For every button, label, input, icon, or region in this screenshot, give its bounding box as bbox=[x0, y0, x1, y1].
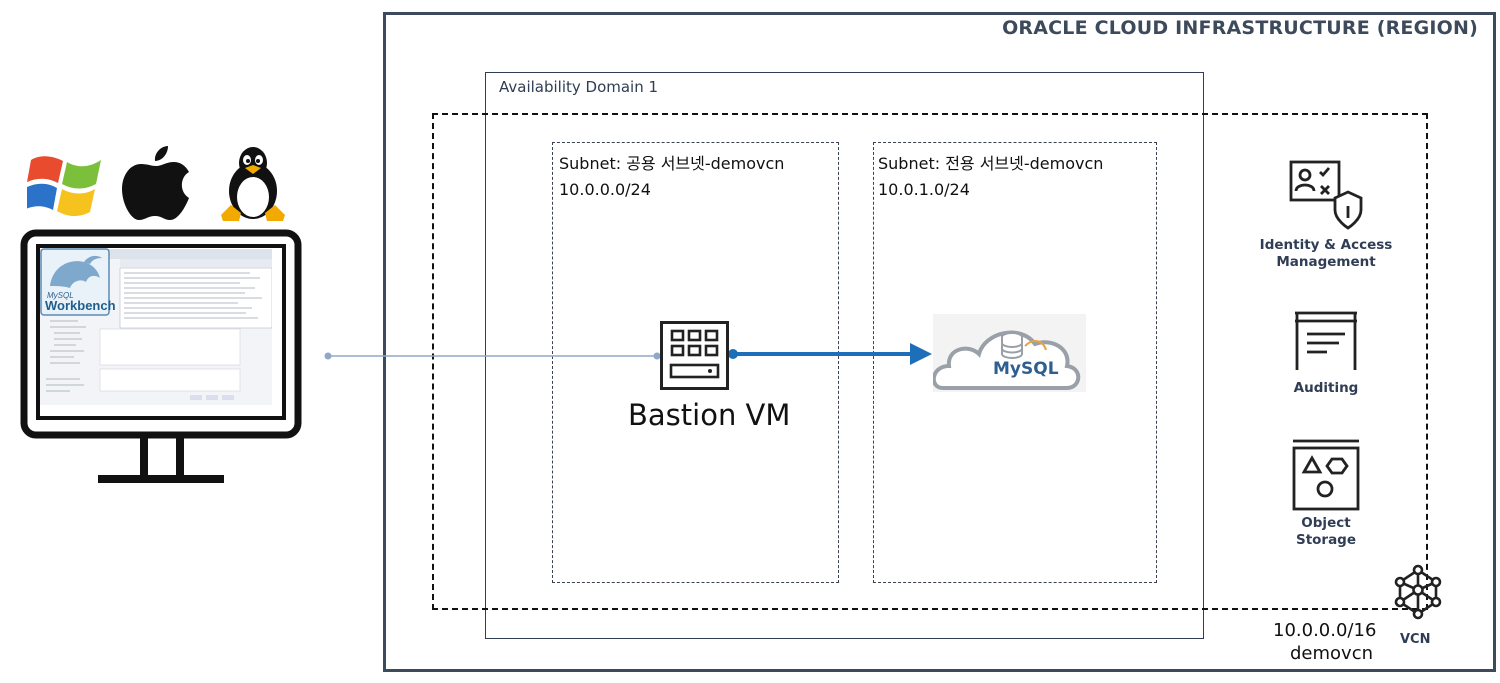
private-subnet-cidr: 10.0.1.0/24 bbox=[878, 180, 970, 199]
vcn-cidr: 10.0.0.0/16 bbox=[1273, 620, 1377, 641]
availability-domain-label: Availability Domain 1 bbox=[499, 78, 659, 96]
apple-logo-icon bbox=[122, 146, 189, 220]
vcn-network-icon bbox=[1394, 564, 1442, 620]
client-connector-dot bbox=[324, 352, 332, 360]
workbench-brand: MySQL bbox=[47, 291, 74, 300]
object-storage-line2: Storage bbox=[1295, 532, 1357, 548]
auditing-label: Auditing bbox=[1293, 380, 1359, 396]
vcn-label: VCN bbox=[1400, 632, 1431, 647]
public-subnet bbox=[552, 142, 839, 583]
private-subnet bbox=[873, 142, 1157, 583]
public-subnet-cidr: 10.0.0.0/24 bbox=[559, 180, 651, 199]
public-subnet-name: Subnet: 공용 서브넷-demovcn bbox=[559, 154, 785, 173]
identity-access-line2: Management bbox=[1276, 254, 1376, 270]
mysql-workbench-logo-icon bbox=[40, 248, 110, 316]
object-storage-icon bbox=[1292, 439, 1360, 511]
bastion-vm-label: Bastion VM bbox=[628, 398, 791, 432]
windows-logo-icon bbox=[27, 156, 101, 217]
region-frame bbox=[383, 12, 1496, 672]
private-subnet-name: Subnet: 전용 서브넷-demovcn bbox=[878, 154, 1104, 173]
arrow-head bbox=[910, 343, 932, 365]
arrow-start-dot bbox=[728, 349, 738, 359]
bastion-vm-icon bbox=[660, 321, 729, 390]
identity-access-line1: Identity & Access bbox=[1259, 237, 1393, 253]
auditing-icon bbox=[1295, 311, 1357, 370]
bastion-connector-dot bbox=[653, 352, 661, 360]
mysql-cloud-icon bbox=[933, 314, 1086, 392]
vcn-boundary bbox=[432, 113, 1428, 610]
identity-access-management-icon bbox=[1289, 160, 1363, 230]
mysql-label: MySQL bbox=[993, 359, 1059, 379]
object-storage-line1: Object bbox=[1301, 515, 1351, 531]
region-title: ORACLE CLOUD INFRASTRUCTURE (REGION) bbox=[1002, 17, 1478, 39]
workbench-label: Workbench bbox=[45, 298, 116, 313]
linux-tux-icon bbox=[221, 147, 285, 221]
vcn-name: demovcn bbox=[1290, 643, 1374, 664]
